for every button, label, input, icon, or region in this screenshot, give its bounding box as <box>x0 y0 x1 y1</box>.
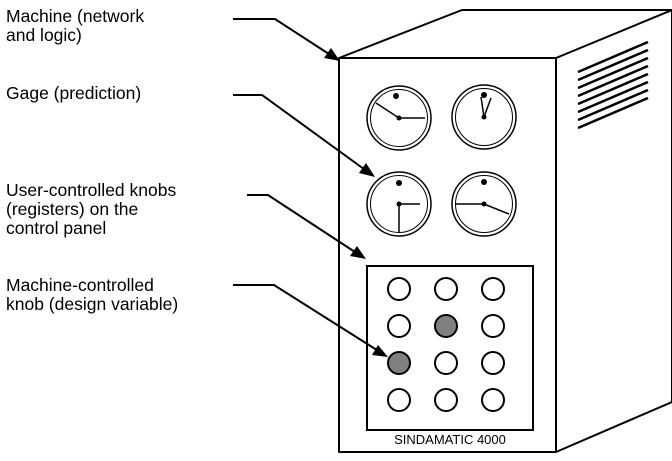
user-controlled-knob <box>387 314 411 338</box>
gage-3 <box>366 171 432 237</box>
gage-leader-line <box>233 94 369 173</box>
gage-label-line: Gage (prediction) <box>6 83 142 103</box>
user-controlled-knob <box>434 277 458 301</box>
machine-controlled-knob <box>387 351 411 375</box>
user-controlled-knob <box>387 277 411 301</box>
user-knobs-label-line: control panel <box>6 218 107 238</box>
user-controlled-knob <box>481 351 505 375</box>
machine-leader-line <box>233 18 333 57</box>
gage-1 <box>366 85 432 151</box>
machine-arrowhead <box>324 48 340 61</box>
gage-arrowhead <box>359 163 375 177</box>
machine-label: Machine (network and logic) <box>6 7 144 45</box>
machine-knob-arrowhead <box>372 345 388 357</box>
machine-knob-leader-line <box>233 284 381 353</box>
user-controlled-knob <box>481 388 505 412</box>
user-knobs-label-line: User-controlled knobs <box>6 180 177 200</box>
user-controlled-knob <box>434 388 458 412</box>
user-controlled-knob <box>434 351 458 375</box>
user-controlled-knob <box>481 277 505 301</box>
panel-brand-label: SINDAMATIC 4000 <box>394 432 506 447</box>
machine-knob-label-line: knob (design variable) <box>6 294 179 314</box>
machine-label-line: Machine (network <box>6 6 145 26</box>
user-knobs-label: User-controlled knobs (registers) on the… <box>6 181 176 238</box>
machine-side-face <box>555 9 672 453</box>
machine-knob-label-line: Machine-controlled <box>6 275 154 295</box>
user-controlled-knob <box>481 314 505 338</box>
machine-knob-label: Machine-controlled knob (design variable… <box>6 276 178 314</box>
gage-label: Gage (prediction) <box>6 84 141 103</box>
knob-grid <box>387 277 505 412</box>
user-knobs-leader-line <box>247 194 359 255</box>
gage-4 <box>451 171 517 237</box>
vent-slats <box>577 40 649 130</box>
gage-2 <box>451 84 517 150</box>
machine-label-line: and logic) <box>6 25 82 45</box>
user-knobs-label-line: (registers) on the <box>6 199 139 219</box>
machine-controlled-knob <box>434 314 458 338</box>
user-knobs-arrowhead <box>350 246 366 259</box>
user-controlled-knob <box>387 388 411 412</box>
